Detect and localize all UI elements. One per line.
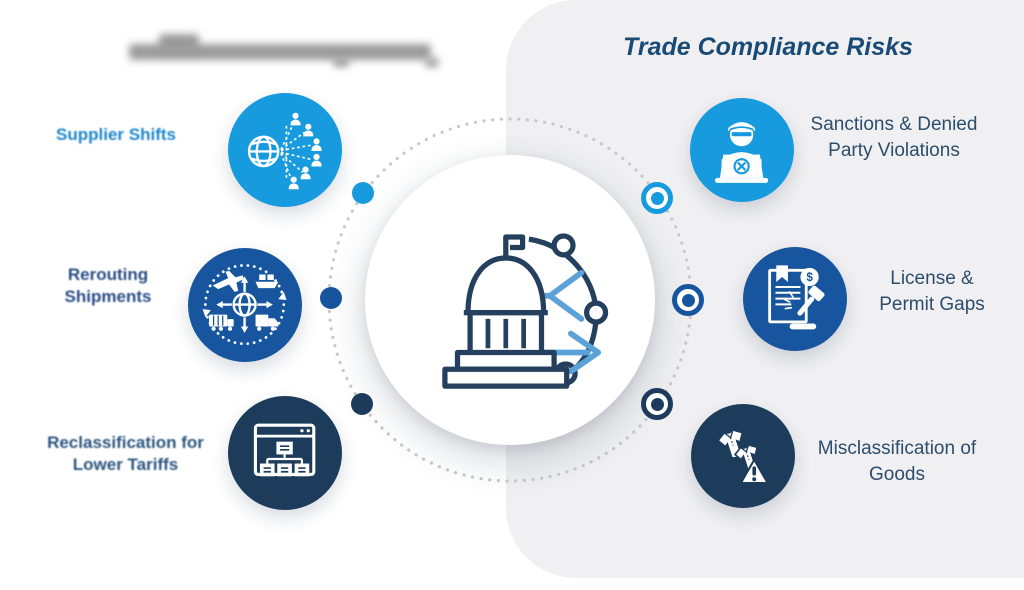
right-section-title: Trade Compliance Risks <box>623 33 913 61</box>
connector-dot-rerouting <box>320 287 342 309</box>
sitemap-window-icon <box>254 424 316 477</box>
global-logistics-icon <box>203 264 287 346</box>
connector-bullseye-license <box>672 284 704 316</box>
supplier-network-icon <box>248 113 322 190</box>
redacted-text-bar <box>333 58 349 67</box>
svg-text:$: $ <box>807 272 814 285</box>
left-label-supplier-shifts: Supplier Shifts <box>56 125 176 144</box>
goods-warning-icon <box>719 431 769 485</box>
right-label-misclassification: Misclassification of Goods <box>817 438 977 486</box>
denied-user-laptop-icon <box>715 122 769 184</box>
redacted-left-title <box>125 32 439 68</box>
misclassification-circle <box>691 404 795 508</box>
right-label-sanctions: Sanctions & Denied Party Violations <box>810 114 978 162</box>
license-circle: $ <box>743 247 847 351</box>
right-label-license: License & Permit Gaps <box>879 268 985 316</box>
license-gavel-icon: $ <box>768 265 825 330</box>
connector-bullseye-misclassification <box>641 388 673 420</box>
sanctions-circle <box>690 98 794 202</box>
connector-dot-supplier <box>352 182 374 204</box>
left-label-rerouting-shipments: Rerouting Shipments <box>64 265 152 307</box>
redacted-text-bar <box>425 58 439 67</box>
supplier-shifts-circle <box>228 93 342 207</box>
connector-dot-reclassification <box>351 393 373 415</box>
redacted-text-bar <box>129 44 431 60</box>
center-hub-circle <box>365 155 655 445</box>
government-trade-icon <box>442 233 609 389</box>
rerouting-shipments-circle <box>188 248 302 362</box>
reclassification-circle <box>228 396 342 510</box>
left-label-reclassification: Reclassification for Lower Tariffs <box>47 433 204 475</box>
connector-bullseye-sanctions <box>641 182 673 214</box>
